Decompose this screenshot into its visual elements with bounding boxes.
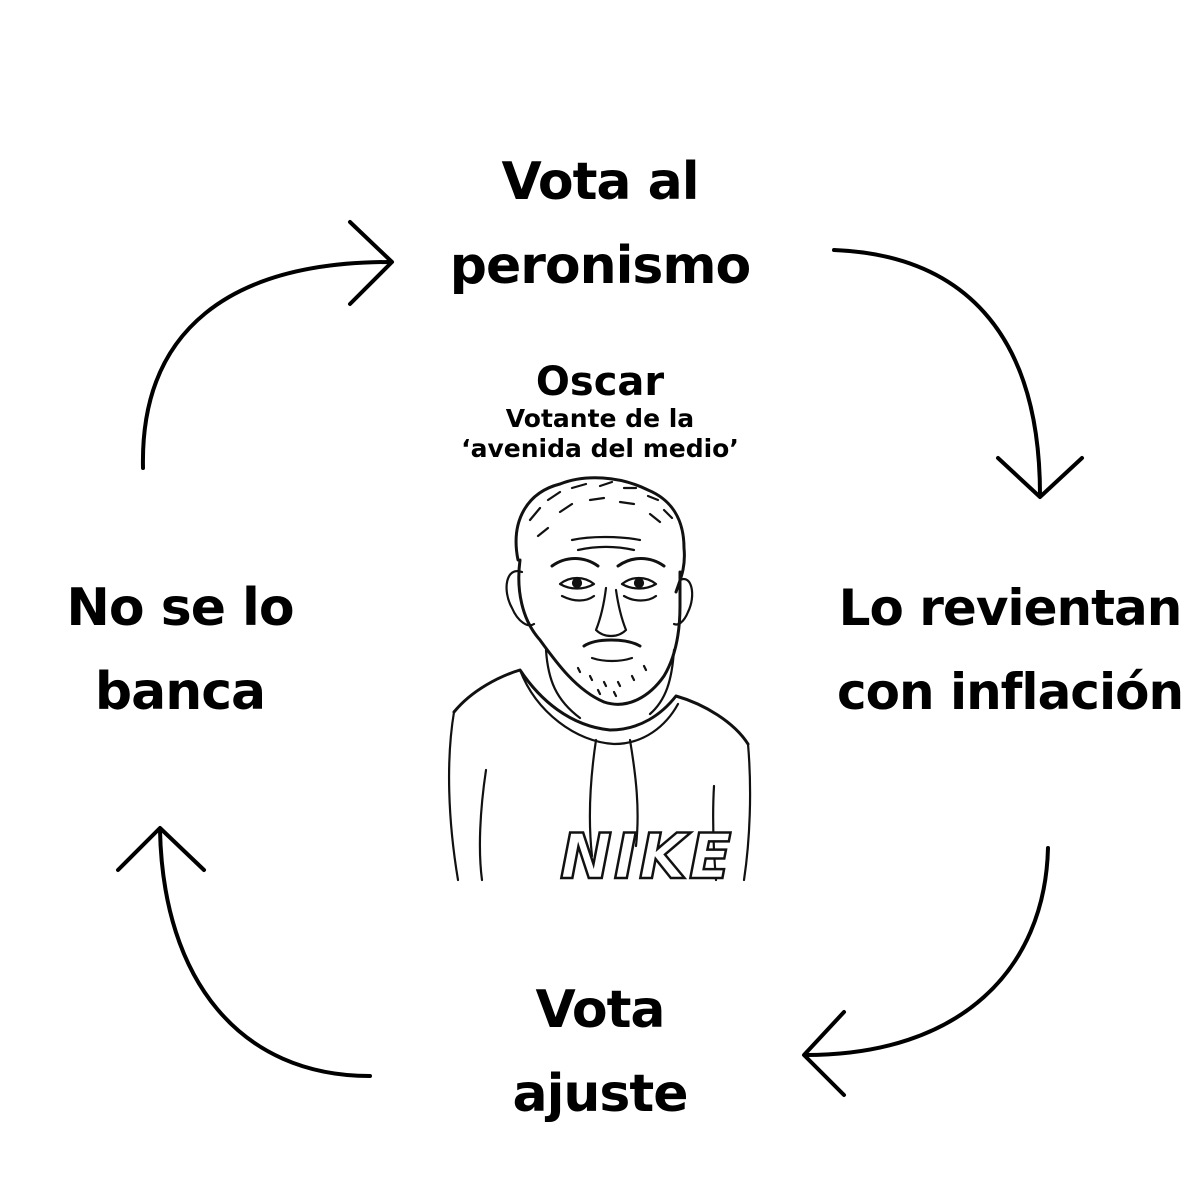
- shirt-logo-text: NIKE: [560, 820, 733, 893]
- arrow-left-to-top: [140, 220, 394, 470]
- step-no-se-lo-banca: No se lo banca: [30, 566, 330, 734]
- step-lo-revientan-con-inflacion: Lo revientan con inflación: [820, 566, 1200, 734]
- shirt-outline: [452, 668, 750, 746]
- pupil-right: [633, 577, 645, 589]
- neck: [544, 648, 676, 720]
- mustache: [582, 638, 642, 648]
- arrow-right-to-bottom: [802, 846, 1050, 1097]
- step-line: con inflación: [836, 663, 1184, 721]
- person-role: Votante de la ‘avenida del medio’: [380, 404, 820, 464]
- step-vota-al-peronismo: Vota al peronismo: [400, 140, 800, 308]
- hair-texture: [528, 480, 674, 538]
- step-line: ajuste: [512, 1064, 688, 1124]
- hoodie-string-left: [588, 738, 598, 858]
- stubble: [576, 664, 648, 698]
- step-vota-ajuste: Vota ajuste: [400, 968, 800, 1136]
- step-line: Lo revientan: [838, 579, 1183, 637]
- shirt-collar: [518, 668, 680, 746]
- arrow-top-to-right: [832, 248, 1084, 499]
- hoodie-string-right: [628, 738, 639, 848]
- eyebrow-right: [616, 557, 666, 568]
- ear-left: [505, 570, 536, 627]
- ear-right: [672, 577, 694, 626]
- mouth: [590, 656, 634, 663]
- eye-left: [558, 576, 596, 590]
- eyebrow-left: [550, 557, 600, 568]
- arrow-bottom-to-left: [116, 826, 372, 1078]
- step-line: No se lo: [66, 578, 294, 638]
- person-role-line: ‘avenida del medio’: [461, 434, 739, 463]
- pupil-left: [571, 577, 583, 589]
- eye-right: [620, 576, 658, 590]
- step-line: peronismo: [449, 236, 752, 296]
- shirt-arms: [447, 710, 752, 882]
- eye-bags: [560, 535, 658, 602]
- nose: [594, 586, 628, 638]
- person-role-line: Votante de la: [505, 404, 695, 433]
- hair: [514, 476, 686, 594]
- person-name: Oscar: [535, 359, 665, 405]
- step-line: banca: [94, 662, 266, 722]
- step-line: Vota al: [501, 152, 699, 212]
- step-line: Vota: [535, 980, 665, 1040]
